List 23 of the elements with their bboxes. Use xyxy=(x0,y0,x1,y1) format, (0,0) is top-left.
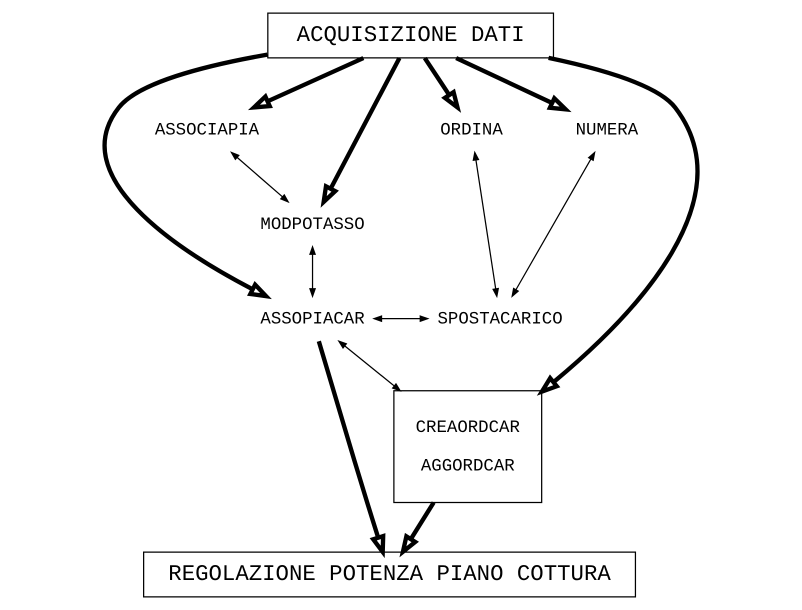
arrow xyxy=(230,151,290,204)
arrow xyxy=(536,56,700,396)
arrow xyxy=(248,56,364,110)
arrow xyxy=(102,52,272,300)
node-text: MODPOTASSO xyxy=(260,216,365,235)
arrow xyxy=(422,56,462,113)
arrow xyxy=(511,150,596,298)
arrow xyxy=(472,150,500,298)
arrow xyxy=(309,244,316,298)
node-text: SPOSTACARICO xyxy=(438,310,563,330)
node-box: CREAORDCAR AGGORDCAR xyxy=(393,390,542,504)
node-box: ACQUISIZIONE DATI xyxy=(267,12,554,58)
arrow xyxy=(316,340,386,558)
arrow xyxy=(320,57,402,208)
node-text: ORDINA xyxy=(440,121,503,140)
arrow xyxy=(455,56,572,112)
arrow xyxy=(399,501,436,558)
node-text: ASSOCIAPIA xyxy=(154,121,260,140)
arrow xyxy=(337,340,402,392)
arrow xyxy=(372,315,430,322)
node-text: ASSOPIACAR xyxy=(260,310,365,330)
node-text: NUMERA xyxy=(576,121,638,140)
node-box: REGOLAZIONE POTENZA PIANO COTTURA xyxy=(143,552,636,598)
